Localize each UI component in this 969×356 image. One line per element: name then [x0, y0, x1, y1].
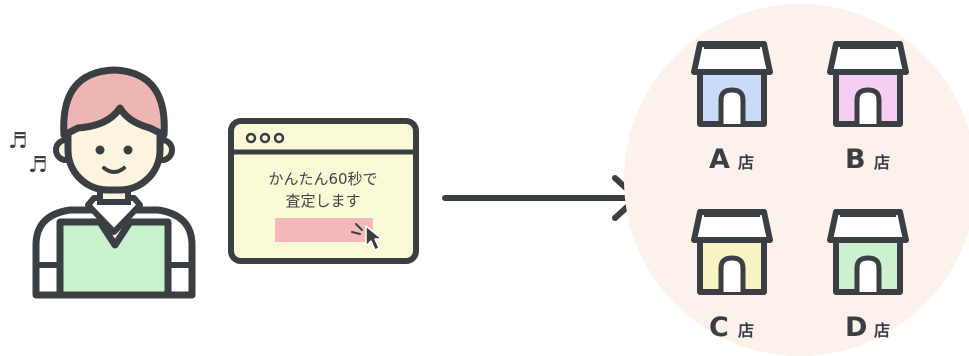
- store-b-roof: [827, 41, 909, 75]
- store-a-door: [718, 87, 746, 124]
- browser-text-line1: かんたん60秒で: [268, 170, 377, 188]
- store-a-roof: [691, 41, 773, 75]
- person-hair: [60, 66, 168, 139]
- person-illustration: [32, 66, 196, 299]
- music-note-icon: ♬: [28, 153, 48, 178]
- store-c-roof: [691, 209, 773, 243]
- window-dot-icon: [273, 132, 285, 144]
- store-b-door: [854, 87, 882, 124]
- browser-text-line2: 査定します: [285, 192, 360, 210]
- browser-window: かんたん60秒で 査定します: [228, 118, 419, 264]
- store-b-letter: B: [845, 144, 866, 175]
- store-c-suffix: 店: [738, 321, 754, 340]
- window-dot-icon: [245, 132, 257, 144]
- window-dot-icon: [259, 132, 271, 144]
- store-a-suffix: 店: [738, 153, 754, 172]
- store-d-door: [854, 255, 882, 292]
- store-c-door: [718, 255, 746, 292]
- store-a-letter: A: [709, 144, 730, 175]
- store-b-suffix: 店: [874, 153, 890, 172]
- store-a: [691, 41, 773, 127]
- music-note-icon: ♬: [8, 129, 28, 154]
- store-c: [691, 209, 773, 295]
- store-d-roof: [827, 209, 909, 243]
- store-c-letter: C: [709, 312, 729, 343]
- store-b: [827, 41, 909, 127]
- store-d: [827, 209, 909, 295]
- mouse-cursor-icon: [365, 225, 383, 251]
- store-d-suffix: 店: [874, 321, 890, 340]
- store-d-letter: D: [845, 312, 867, 343]
- stores-background-circle: [624, 4, 969, 356]
- arrow-right-icon: [442, 175, 640, 221]
- person-vest: [56, 218, 172, 299]
- appraisal-button[interactable]: [275, 218, 373, 242]
- person-collar: [85, 195, 143, 235]
